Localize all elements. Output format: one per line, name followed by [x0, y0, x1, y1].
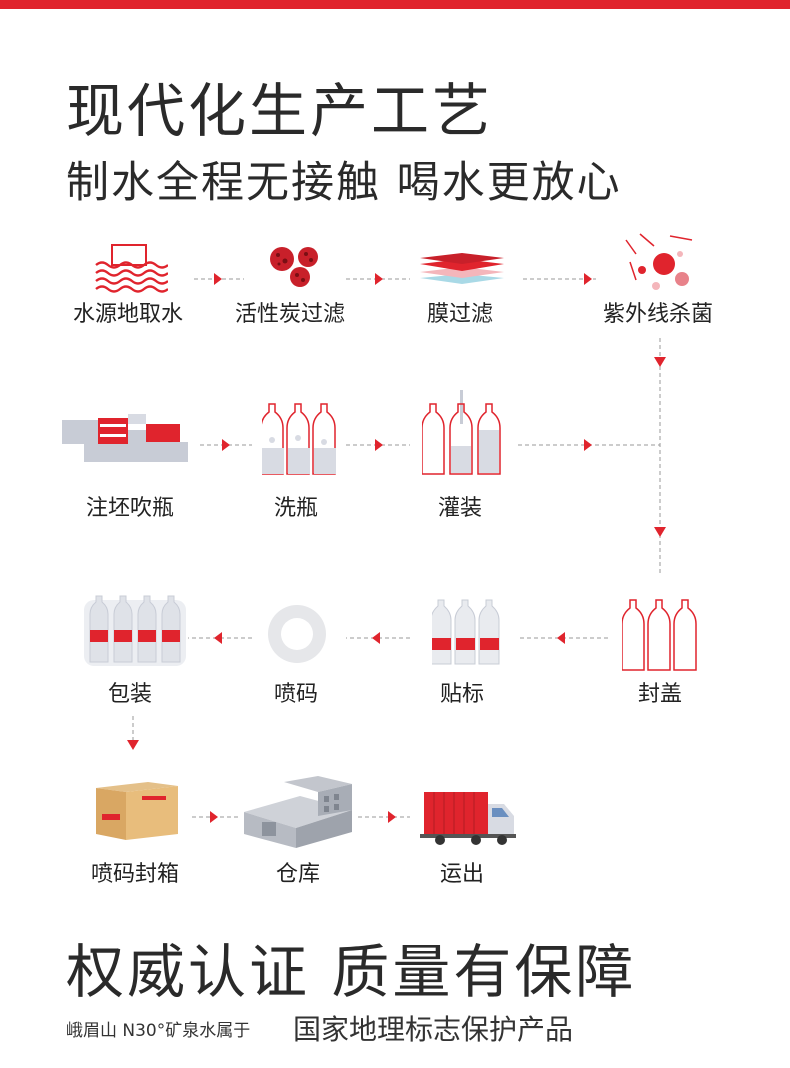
step-source-label: 水源地取水: [72, 302, 183, 327]
truck-icon: [420, 790, 516, 846]
step-uv: 紫外线杀菌: [588, 296, 728, 328]
certification-note: 峨眉山 N30°矿泉水属于: [66, 1021, 251, 1041]
membrane-layers-icon: [418, 250, 506, 290]
blow-molding-machine-icon: [62, 412, 190, 464]
step-print-label: 喷码: [273, 682, 318, 707]
page-title: 现代化生产工艺: [66, 77, 494, 145]
warehouse-icon: [240, 776, 358, 850]
step-label: 贴标: [392, 676, 532, 708]
step-print: 喷码: [226, 676, 366, 708]
tape-roll-icon: [267, 604, 327, 664]
water-source-icon: [92, 243, 169, 293]
step-pack-label: 包装: [107, 682, 152, 707]
labeled-bottles-icon: [430, 598, 500, 668]
step-label-label: 贴标: [439, 682, 484, 707]
step-blow-label: 注坯吹瓶: [85, 496, 174, 521]
page-subtitle: 制水全程无接触 喝水更放心: [66, 158, 622, 208]
step-wash: 洗瓶: [226, 490, 366, 522]
step-cap-label: 封盖: [637, 682, 682, 707]
step-uv-label: 紫外线杀菌: [602, 302, 713, 327]
step-warehouse-label: 仓库: [275, 862, 320, 887]
step-pack: 包装: [60, 676, 200, 708]
step-boxprint: 喷码封箱: [60, 856, 210, 888]
shrink-pack-icon: [84, 592, 186, 668]
step-membrane-label: 膜过滤: [426, 302, 493, 327]
bottle-cap-icon: [621, 598, 700, 672]
uv-sterilize-icon: [620, 232, 696, 292]
step-boxprint-label: 喷码封箱: [90, 862, 179, 887]
step-carbon-label: 活性炭过滤: [234, 302, 345, 327]
certification-title: 权威认证 质量有保障: [66, 938, 637, 1006]
bottle-fill-icon: [421, 390, 504, 478]
step-source: 水源地取水: [58, 296, 198, 328]
activated-carbon-icon: [266, 245, 324, 287]
step-ship: 运出: [392, 856, 532, 888]
top-accent-bar: [0, 0, 790, 9]
step-carbon: 活性炭过滤: [220, 296, 360, 328]
step-ship-label: 运出: [439, 862, 484, 887]
step-blow: 注坯吹瓶: [60, 490, 200, 522]
certification-claim: 国家地理标志保护产品: [293, 1013, 574, 1046]
step-warehouse: 仓库: [228, 856, 368, 888]
carton-box-icon: [96, 778, 178, 842]
bottle-wash-icon: [260, 402, 340, 478]
step-membrane: 膜过滤: [390, 296, 530, 328]
step-fill: 灌装: [390, 490, 530, 522]
step-fill-label: 灌装: [437, 496, 482, 521]
step-cap: 封盖: [590, 676, 730, 708]
step-wash-label: 洗瓶: [273, 496, 318, 521]
